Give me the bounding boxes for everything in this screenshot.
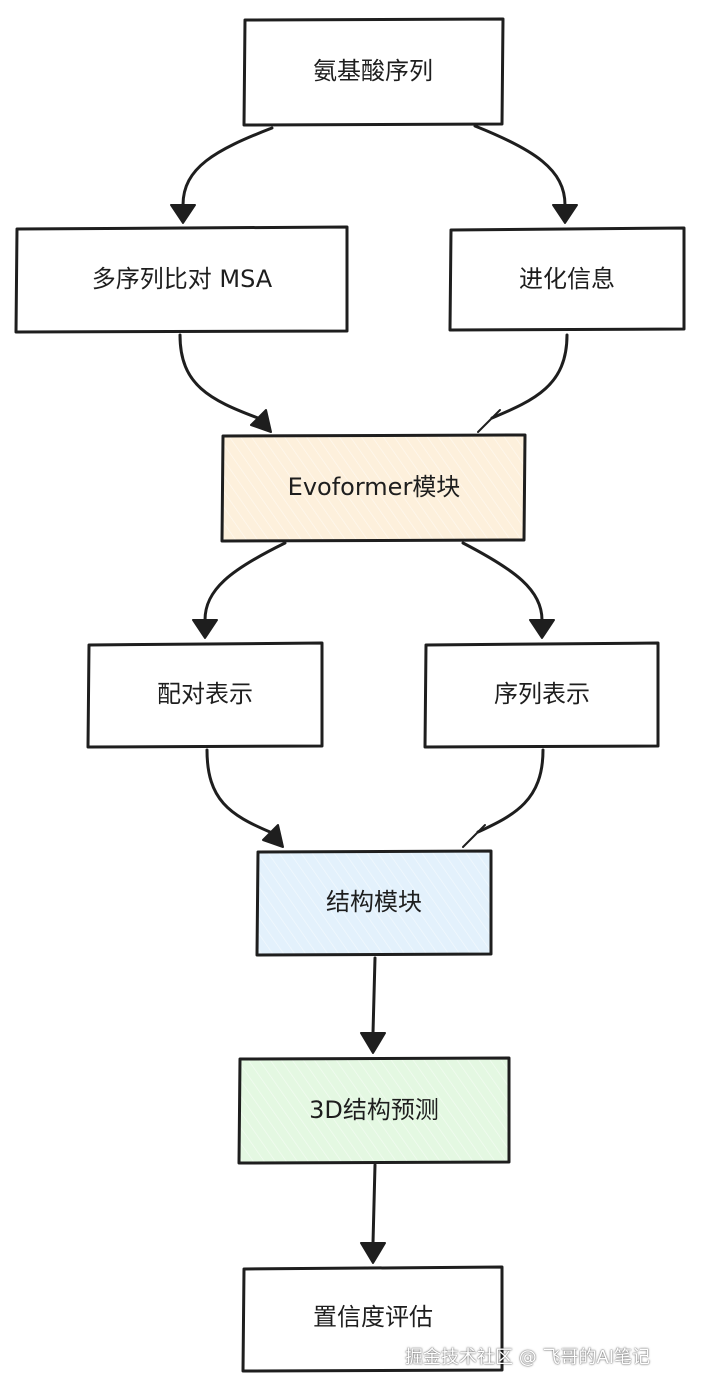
- edge-pair-to-structure: [205, 748, 284, 848]
- node-label: 氨基酸序列: [313, 57, 433, 85]
- node-label: 结构模块: [326, 888, 422, 916]
- node-structure-module: 结构模块: [255, 849, 493, 957]
- node-confidence-evaluation: 置信度评估: [241, 1265, 504, 1373]
- edge-sequence-to-evolution: [473, 124, 578, 224]
- edge-structure-to-3d: [360, 956, 386, 1054]
- edge-3d-to-confidence: [360, 1163, 386, 1264]
- watermark: 掘金技术社区 @ 飞哥的AI笔记: [405, 1347, 651, 1368]
- node-label: 3D结构预测: [309, 1096, 439, 1124]
- edges: [170, 124, 578, 1264]
- edge-evolution-to-evoformer: [477, 333, 569, 433]
- edge-evoformer-to-pair: [192, 541, 287, 639]
- node-sequence-representation: 序列表示: [423, 641, 660, 749]
- node-label: 配对表示: [157, 680, 253, 708]
- node-label: 进化信息: [519, 265, 615, 293]
- node-evolution-info: 进化信息: [448, 226, 686, 332]
- node-label: 多序列比对 MSA: [92, 265, 273, 293]
- node-amino-acid-sequence: 氨基酸序列: [242, 17, 505, 127]
- node-pair-representation: 配对表示: [86, 641, 324, 749]
- node-label: 序列表示: [494, 680, 590, 708]
- node-label: 置信度评估: [313, 1303, 433, 1331]
- edge-sequence-rep-to-structure: [462, 748, 545, 848]
- edge-sequence-to-msa: [170, 126, 274, 224]
- node-evoformer: Evoformer模块: [220, 433, 527, 543]
- node-msa: 多序列比对 MSA: [14, 225, 349, 334]
- node-3d-structure-prediction: 3D结构预测: [237, 1056, 511, 1165]
- edge-evoformer-to-sequence-rep: [461, 541, 555, 639]
- edge-msa-to-evoformer: [178, 333, 272, 433]
- node-label: Evoformer模块: [288, 473, 461, 501]
